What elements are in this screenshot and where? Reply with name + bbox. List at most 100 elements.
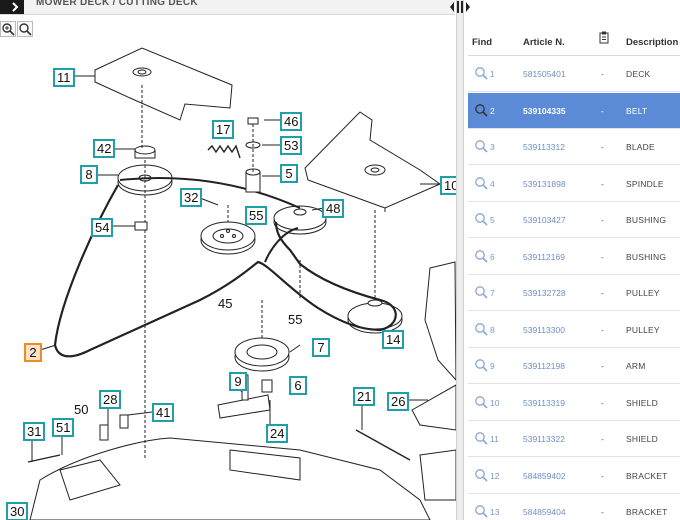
zoom-in-icon — [2, 23, 15, 36]
callout-30[interactable]: 30 — [6, 502, 29, 520]
search-icon[interactable] — [474, 103, 488, 119]
callout-53[interactable]: 53 — [280, 136, 303, 155]
row-description: SHIELD — [626, 434, 658, 444]
callout-31[interactable]: 31 — [23, 422, 46, 441]
label-45[interactable]: 45 — [218, 296, 233, 311]
article-number-link[interactable]: 539132728 — [523, 288, 566, 298]
row-quantity: - — [601, 397, 604, 408]
callout-6[interactable]: 6 — [289, 376, 307, 395]
label-55-lower[interactable]: 55 — [288, 312, 303, 327]
article-number-link[interactable]: 539112198 — [523, 361, 565, 371]
row-index: 4 — [490, 178, 495, 189]
row-index: 10 — [490, 397, 500, 408]
callout-9[interactable]: 9 — [229, 372, 247, 391]
callout-17[interactable]: 17 — [212, 120, 235, 139]
row-description: PULLEY — [626, 324, 660, 335]
callout-8[interactable]: 8 — [80, 165, 98, 184]
row-description: DECK — [626, 69, 651, 79]
zoom-in-button[interactable] — [0, 21, 16, 37]
callout-32[interactable]: 32 — [180, 188, 203, 207]
row-index: 1 — [490, 69, 495, 79]
table-row[interactable]: 11 539113322 - SHIELD — [468, 421, 680, 457]
callout-51[interactable]: 51 — [52, 418, 75, 437]
row-description: BUSHING — [626, 215, 667, 225]
callout-42[interactable]: 42 — [93, 139, 116, 158]
zoom-out-button[interactable] — [17, 21, 33, 37]
header-find[interactable]: Find — [472, 37, 493, 48]
search-icon[interactable] — [474, 249, 488, 265]
article-number-link[interactable]: 584859404 — [523, 507, 566, 517]
row-index: 2 — [490, 105, 495, 116]
splitter-handle[interactable] — [450, 0, 470, 13]
search-icon[interactable] — [474, 504, 488, 520]
callout-46[interactable]: 46 — [280, 112, 303, 131]
parts-diagram[interactable]: 11 46 17 42 53 8 5 10 32 48 55 54 45 55 … — [0, 14, 456, 520]
callout-28[interactable]: 28 — [99, 390, 122, 409]
callout-5[interactable]: 5 — [280, 164, 298, 183]
article-number-link[interactable]: 539113322 — [523, 434, 565, 444]
article-number-link[interactable]: 581505401 — [523, 69, 566, 79]
article-number-link[interactable]: 539112169 — [523, 251, 565, 262]
article-number-link[interactable]: 539113319 — [523, 397, 565, 408]
row-index: 12 — [490, 470, 500, 481]
search-icon[interactable] — [474, 176, 488, 192]
article-number-link[interactable]: 539113300 — [523, 324, 565, 335]
header-description[interactable]: Description — [626, 37, 679, 48]
search-icon[interactable] — [474, 212, 488, 228]
search-icon[interactable] — [474, 285, 488, 301]
label-50[interactable]: 50 — [74, 402, 89, 417]
header-article[interactable]: Article N. — [523, 37, 565, 48]
callout-48[interactable]: 48 — [322, 199, 345, 218]
row-index: 9 — [490, 361, 495, 371]
clipboard-icon[interactable] — [599, 31, 609, 47]
row-index: 8 — [490, 324, 495, 335]
parts-table: Find Article N. Description 1 581505401 - D… — [468, 0, 680, 520]
search-icon[interactable] — [474, 358, 488, 374]
search-icon[interactable] — [474, 468, 488, 484]
article-number-link[interactable]: 539103427 — [523, 215, 566, 225]
table-row[interactable]: 1 581505401 - DECK — [468, 56, 680, 92]
row-quantity: - — [601, 69, 604, 79]
callout-24[interactable]: 24 — [266, 424, 289, 443]
search-icon[interactable] — [474, 139, 488, 155]
menu-button[interactable] — [0, 0, 24, 14]
article-number-link[interactable]: 539131898 — [523, 178, 566, 189]
callout-54[interactable]: 54 — [91, 218, 114, 237]
row-quantity: - — [601, 105, 604, 116]
search-icon[interactable] — [474, 322, 488, 338]
row-quantity: - — [601, 434, 604, 444]
callout-55-upper[interactable]: 55 — [245, 206, 268, 225]
panel-splitter[interactable] — [456, 0, 464, 520]
callout-26[interactable]: 26 — [387, 392, 410, 411]
article-number-link[interactable]: 539104335 — [523, 105, 566, 116]
article-number-link[interactable]: 584859402 — [523, 470, 566, 481]
callout-2-highlighted[interactable]: 2 — [24, 343, 42, 362]
callout-21[interactable]: 21 — [353, 387, 376, 406]
article-number-link[interactable]: 539113312 — [523, 142, 565, 152]
search-icon[interactable] — [474, 395, 488, 411]
search-icon[interactable] — [474, 66, 488, 82]
callout-10[interactable]: 10 — [440, 176, 456, 195]
row-index: 11 — [490, 434, 499, 444]
callout-14[interactable]: 14 — [382, 330, 405, 349]
row-quantity: - — [601, 178, 604, 189]
search-icon[interactable] — [474, 431, 488, 447]
row-quantity: - — [601, 507, 604, 517]
row-quantity: - — [601, 361, 604, 371]
callout-41[interactable]: 41 — [152, 403, 175, 422]
callout-7[interactable]: 7 — [312, 338, 330, 357]
row-index: 13 — [490, 507, 500, 517]
row-quantity: - — [601, 251, 604, 262]
callout-11[interactable]: 11 — [53, 68, 75, 87]
